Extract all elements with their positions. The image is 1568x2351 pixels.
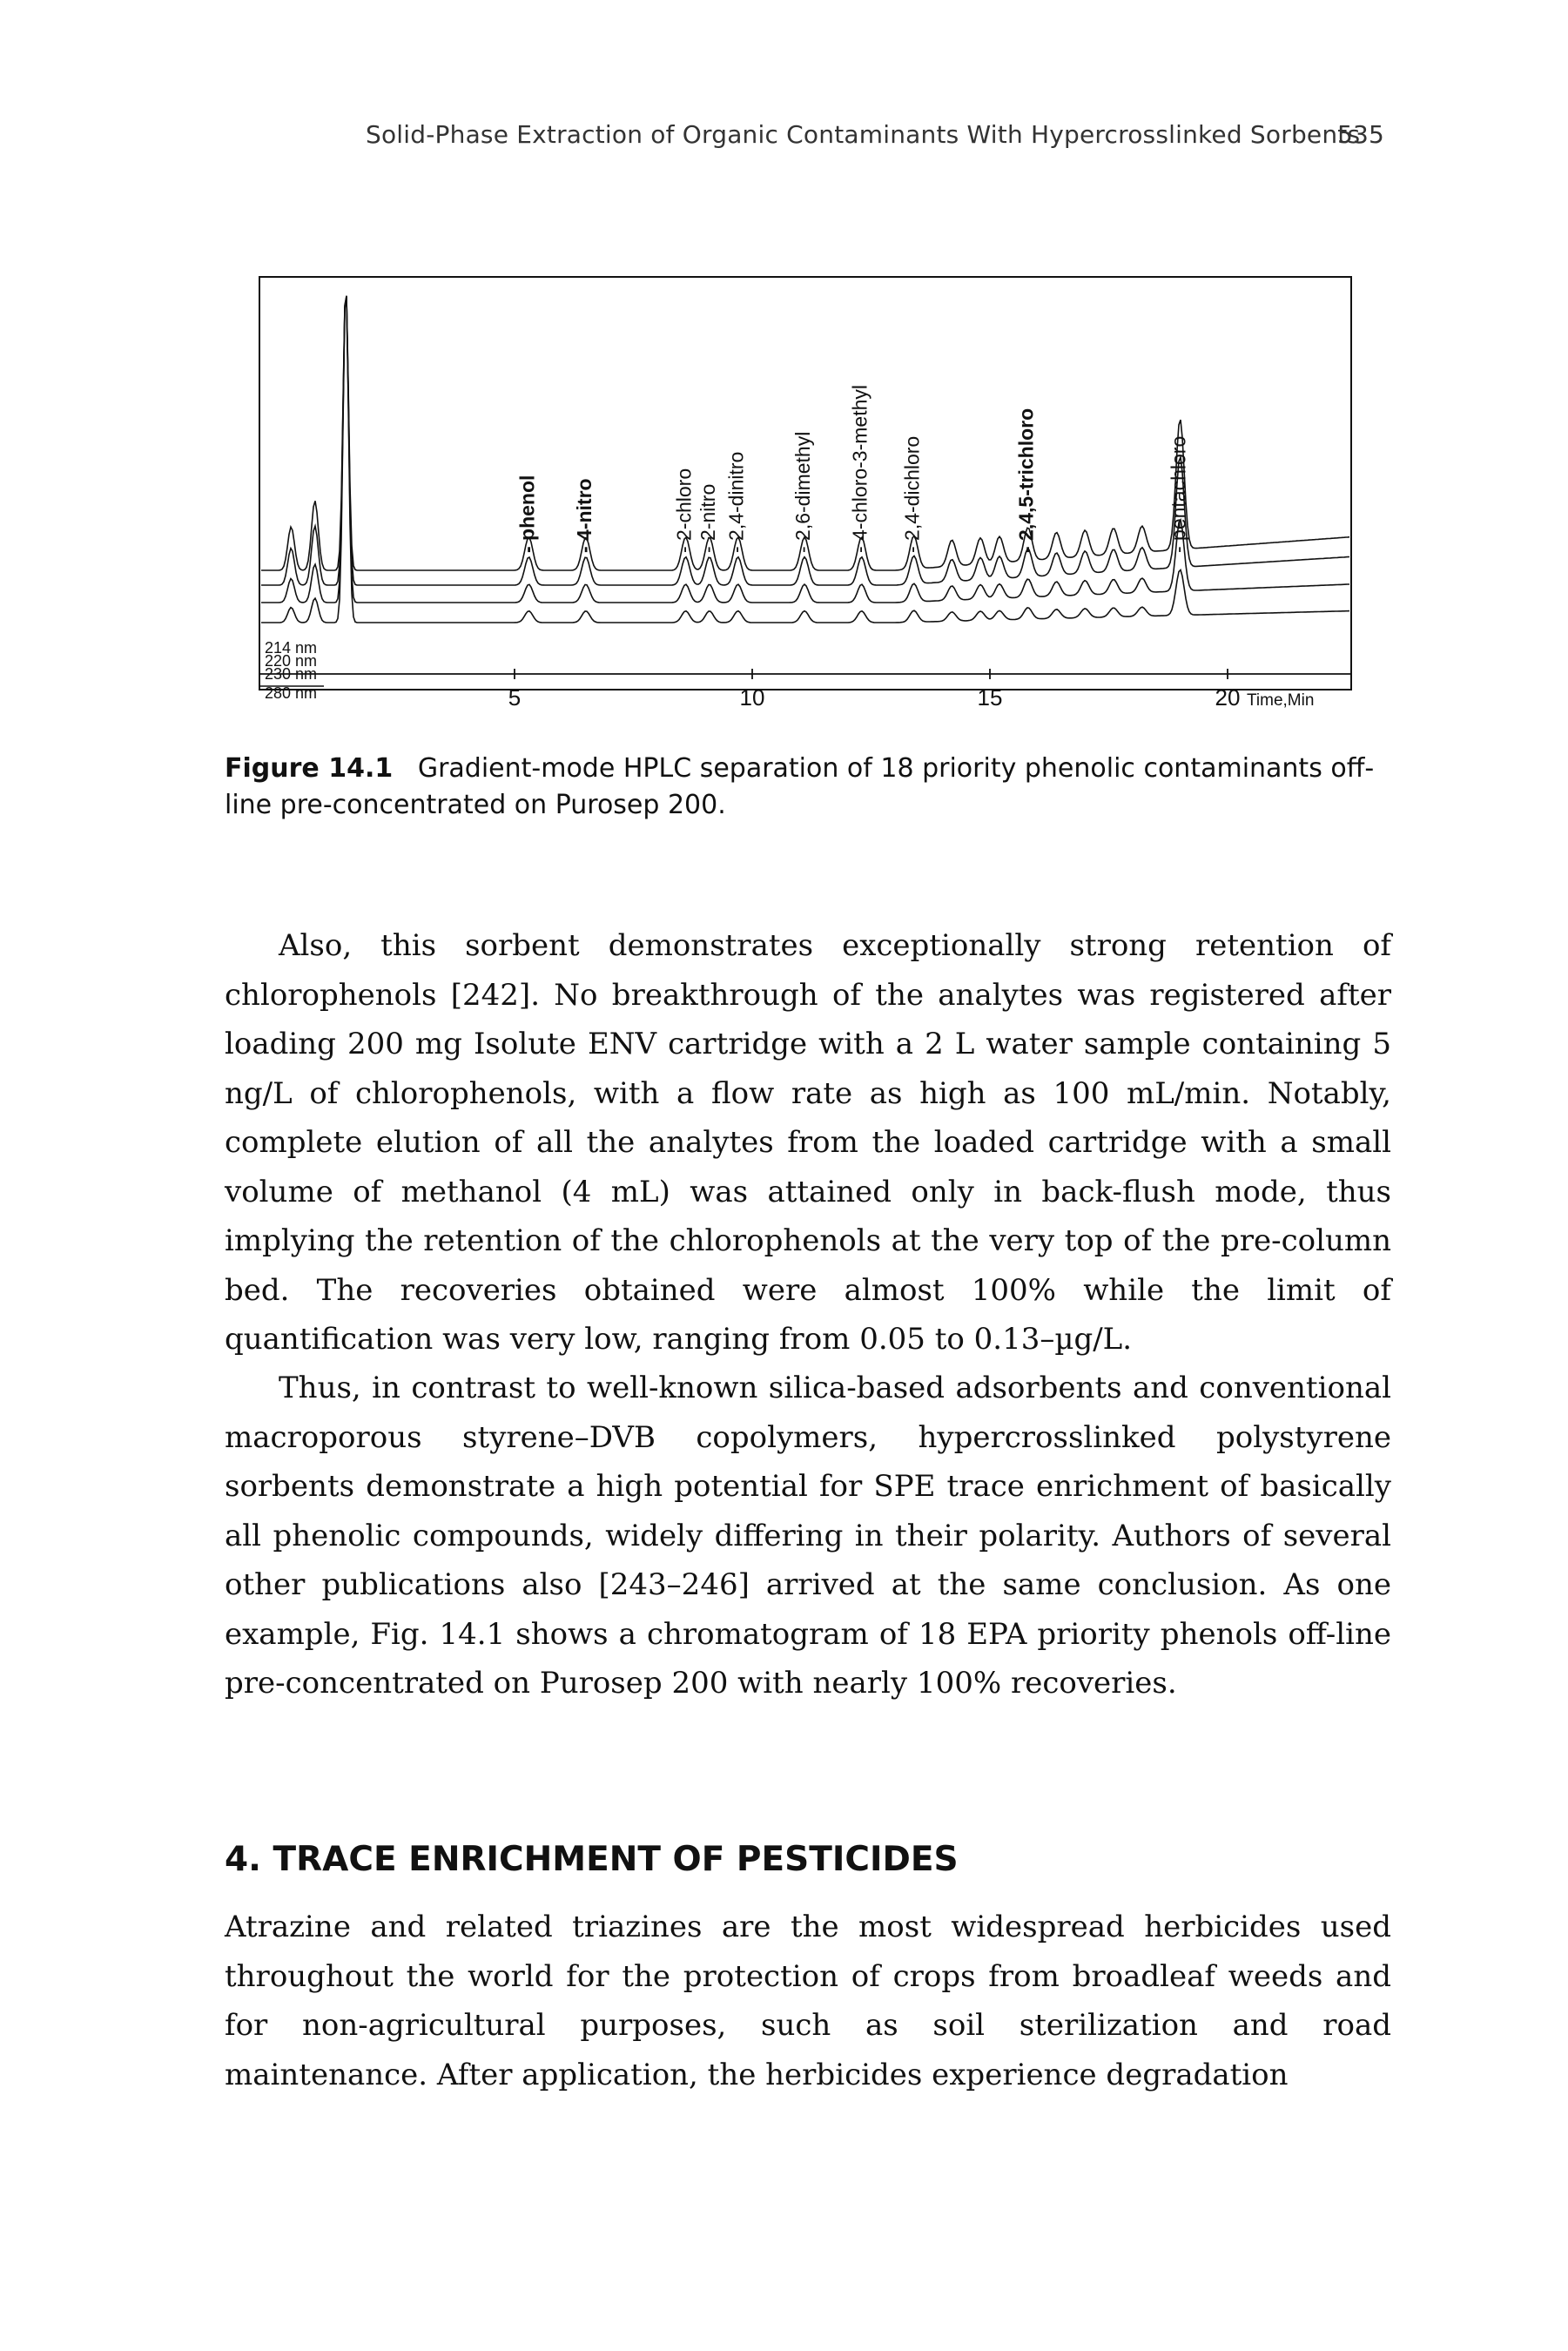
figure-chromatogram: - phenol - 4-nitro - 2-chloro- 2-nitro - 2,… bbox=[252, 270, 1367, 731]
paragraph-2: Thus, in contrast to well-known silica-b… bbox=[225, 1364, 1391, 1708]
chart-frame bbox=[259, 276, 1352, 690]
wavelength-label: 214 nm bbox=[265, 639, 317, 657]
trace-2 bbox=[261, 296, 1349, 603]
paragraph-text: Also, this sorbent demonstrates exceptio… bbox=[225, 928, 1391, 1357]
peak-label: - 2-nitro bbox=[697, 484, 719, 553]
peak-label: - 4-chloro-3-methyl bbox=[849, 385, 871, 553]
caption-label: Figure 14.1 bbox=[225, 753, 394, 784]
peak-label: - 4-nitro bbox=[573, 478, 596, 553]
wavelength-label: 220 nm bbox=[265, 652, 317, 670]
running-title: Solid-Phase Extraction of Organic Contam… bbox=[366, 120, 1361, 149]
chromatogram-chart: - phenol - 4-nitro - 2-chloro- 2-nitro - 2,… bbox=[259, 276, 1352, 711]
paragraph-1: Also, this sorbent demonstrates exceptio… bbox=[225, 921, 1391, 1364]
x-axis: 5 10 15 20 Time,Min bbox=[259, 669, 1351, 711]
x-tick-label: 15 bbox=[978, 684, 1003, 711]
trace-0 bbox=[261, 295, 1350, 571]
peak-label: - 2,6-dimethyl bbox=[791, 432, 814, 553]
peak-label: - 2,4,5-trichloro bbox=[1015, 408, 1038, 553]
peak-label: - pentachloro bbox=[1167, 436, 1189, 553]
peak-label: - 2,4-dinitro bbox=[725, 452, 748, 553]
paragraph-text: Thus, in contrast to well-known silica-b… bbox=[225, 1371, 1391, 1701]
trace-1 bbox=[261, 296, 1350, 586]
caption-text: Gradient-mode HPLC separation of 18 prio… bbox=[225, 753, 1375, 820]
page-number: 535 bbox=[1336, 120, 1384, 149]
wavelength-label: 280 nm bbox=[265, 684, 317, 702]
peak-label: - phenol bbox=[515, 475, 538, 553]
x-axis-label: Time,Min bbox=[1247, 691, 1314, 710]
section-heading: 4. TRACE ENRICHMENT OF PESTICIDES bbox=[225, 1840, 959, 1879]
trace-3 bbox=[261, 297, 1350, 623]
x-tick-label: 5 bbox=[508, 684, 521, 711]
paragraph-3: Atrazine and related triazines are the m… bbox=[225, 1903, 1391, 2099]
plot-border bbox=[259, 276, 1352, 690]
figure-caption: Figure 14.1 Gradient-mode HPLC separatio… bbox=[225, 751, 1391, 824]
peak-labels: - phenol - 4-nitro - 2-chloro- 2-nitro - 2,… bbox=[515, 385, 1189, 553]
peak-label: - 2-chloro bbox=[673, 468, 696, 553]
chromatogram-traces bbox=[261, 295, 1350, 623]
peak-label: - 2,4-dichloro bbox=[901, 436, 924, 553]
x-tick-label: 10 bbox=[740, 684, 765, 711]
paragraph-text: Atrazine and related triazines are the m… bbox=[225, 1910, 1391, 2092]
x-tick-label: 20 bbox=[1215, 684, 1241, 711]
